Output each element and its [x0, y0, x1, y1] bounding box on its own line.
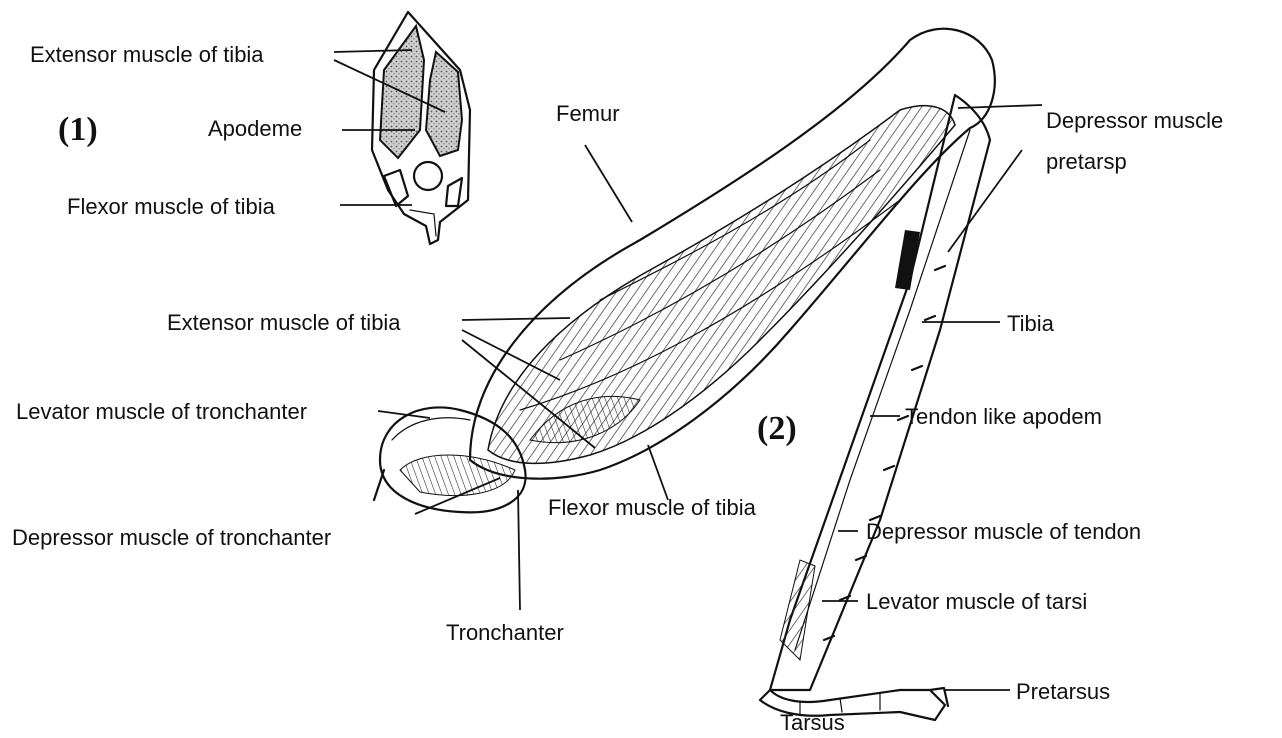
panel-label-2: (2) — [757, 412, 797, 446]
panel-label-1: (1) — [58, 113, 98, 147]
label-apodeme: Apodeme — [208, 118, 302, 140]
label-flexor-muscle-of-tibia-leg: Flexor muscle of tibia — [548, 497, 756, 519]
label-depressor-muscle-pretarsus-line2: pretarsp — [1046, 151, 1127, 173]
label-levator-muscle-of-tronchanter: Levator muscle of tronchanter — [16, 401, 307, 423]
label-tendon-like-apodem: Tendon like apodem — [905, 406, 1102, 428]
label-tronchanter: Tronchanter — [446, 622, 564, 644]
label-extensor-muscle-of-tibia-leg: Extensor muscle of tibia — [167, 312, 401, 334]
label-flexor-muscle-of-tibia-section: Flexor muscle of tibia — [67, 196, 275, 218]
label-tarsus: Tarsus — [780, 712, 845, 734]
label-femur: Femur — [556, 103, 620, 125]
label-depressor-muscle-pretarsus-line1: Depressor muscle — [1046, 110, 1223, 132]
femur-cross-section — [372, 12, 470, 244]
label-pretarsus: Pretarsus — [1016, 681, 1110, 703]
label-extensor-muscle-of-tibia-section: Extensor muscle of tibia — [30, 44, 264, 66]
label-depressor-muscle-of-tendon: Depressor muscle of tendon — [866, 521, 1141, 543]
label-tibia: Tibia — [1007, 313, 1054, 335]
label-levator-muscle-of-tarsi: Levator muscle of tarsi — [866, 591, 1087, 613]
label-depressor-muscle-of-tronchanter: Depressor muscle of tronchanter — [12, 527, 331, 549]
